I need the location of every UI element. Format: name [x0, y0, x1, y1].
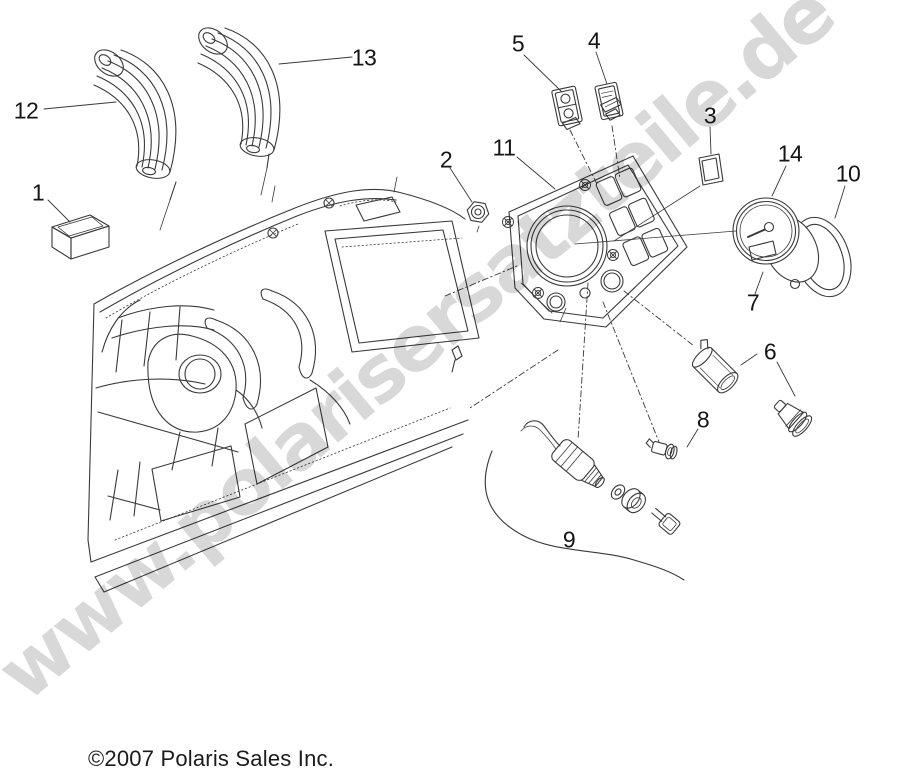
indicator-bulb-drawing: [645, 438, 678, 460]
ignition-switch-drawing: [484, 420, 685, 581]
decal-plate-drawing: [698, 153, 724, 186]
callout-12: 12: [13, 97, 39, 124]
callout-6: 6: [763, 338, 777, 365]
callout-8: 8: [696, 406, 710, 433]
copyright-text: ©2007 Polaris Sales Inc.: [88, 746, 335, 771]
grab-handle-12-drawing: [93, 49, 177, 179]
blank-plug-drawing: [51, 214, 110, 260]
lighter-socket-drawing: [691, 339, 813, 437]
callout-3: 3: [703, 102, 717, 129]
hex-nut-drawing: [466, 201, 490, 233]
callout-1: 1: [31, 179, 45, 206]
callout-9: 9: [562, 526, 576, 553]
instrument-bezel-drawing: [502, 155, 688, 328]
callout-4: 4: [587, 27, 601, 54]
callout-11: 11: [492, 134, 516, 161]
callout-13: 13: [351, 44, 377, 71]
rocker-switch-4-drawing: [594, 81, 624, 121]
callout-10: 10: [835, 160, 861, 187]
dashboard-drawing: [87, 153, 480, 593]
callout-5: 5: [511, 30, 525, 57]
callout-2: 2: [439, 146, 453, 173]
callout-14: 14: [777, 140, 803, 167]
grab-handle-13-drawing: [197, 27, 281, 157]
leader-lines: [43, 51, 846, 448]
rocker-switch-5-drawing: [551, 85, 583, 131]
callout-7: 7: [746, 289, 760, 316]
speedometer-gauge-drawing: [732, 197, 820, 290]
